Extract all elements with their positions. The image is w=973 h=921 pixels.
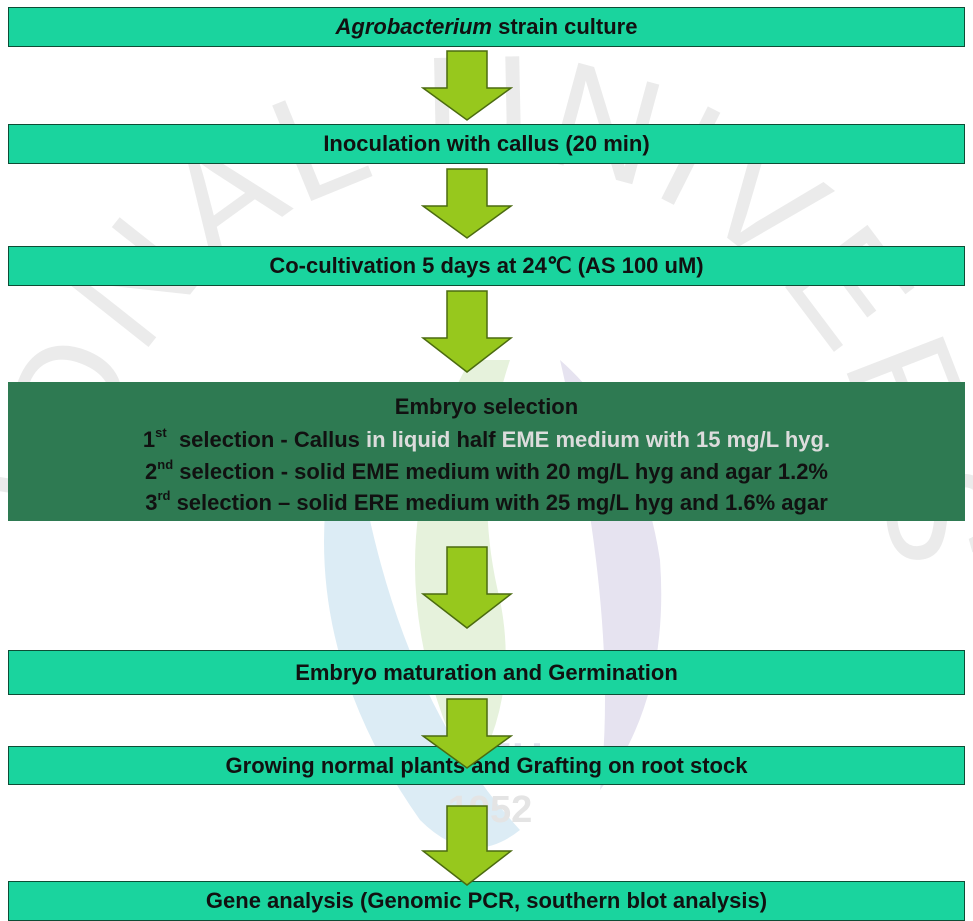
- step-embryo-maturation-label: Embryo maturation and Germination: [295, 659, 678, 685]
- down-arrow-icon: [421, 698, 513, 769]
- selection-3-text: selection – solid ERE medium with 25 mg/…: [170, 490, 828, 515]
- step-embryo-maturation: Embryo maturation and Germination: [8, 650, 965, 695]
- selection-line-3: 3rd selection – solid ERE medium with 25…: [8, 487, 965, 516]
- step-co-cultivation-label: Co-cultivation 5 days at 24℃ (AS 100 uM): [269, 253, 704, 278]
- selection-2-text: selection - solid EME medium with 20 mg/…: [173, 459, 828, 484]
- down-arrow-icon: [421, 50, 513, 121]
- step-gene-analysis-label: Gene analysis (Genomic PCR, southern blo…: [205, 888, 768, 913]
- step-inoculation-label: Inoculation with callus (20 min): [323, 131, 650, 156]
- down-arrow-icon: [421, 805, 513, 886]
- selection-1-text-d: EME medium with 15 mg/L hyg.: [501, 427, 831, 452]
- down-arrow-icon: [421, 168, 513, 239]
- step-strain-culture: Agrobacterium strain culture: [8, 7, 965, 47]
- down-arrow-icon: [421, 546, 513, 629]
- agrobacterium-italic: Agrobacterium: [335, 14, 492, 39]
- step-growing-plants-label: Growing normal plants and Grafting on ro…: [225, 752, 748, 778]
- selection-1-number: 1: [142, 427, 156, 452]
- selection-2-number: 2: [145, 459, 158, 484]
- embryo-selection-title: Embryo selection: [394, 394, 579, 419]
- strain-culture-text: strain culture: [492, 14, 638, 39]
- step-strain-culture-label: Agrobacterium strain culture: [336, 14, 638, 40]
- selection-1-sup: st: [155, 424, 167, 440]
- step-inoculation: Inoculation with callus (20 min): [8, 124, 965, 164]
- selection-1-text-c: half: [450, 427, 502, 452]
- step-gene-analysis: Gene analysis (Genomic PCR, southern blo…: [8, 881, 965, 921]
- step-co-cultivation: Co-cultivation 5 days at 24℃ (AS 100 uM): [8, 246, 965, 286]
- selection-3-number: 3: [145, 490, 158, 515]
- step-embryo-selection: Embryo selection 1st selection - Callus …: [8, 382, 965, 521]
- down-arrow-icon: [421, 290, 513, 373]
- selection-3-sup: rd: [157, 487, 171, 503]
- selection-1-text-b: in liquid: [366, 427, 451, 452]
- selection-line-2: 2nd selection - solid EME medium with 20…: [8, 456, 965, 485]
- watermark-leaf-blue: [324, 470, 520, 848]
- selection-line-1: 1st selection - Callus in liquid half EM…: [8, 424, 965, 453]
- selection-2-sup: nd: [157, 456, 174, 472]
- selection-1-text-a: selection - Callus: [166, 427, 366, 452]
